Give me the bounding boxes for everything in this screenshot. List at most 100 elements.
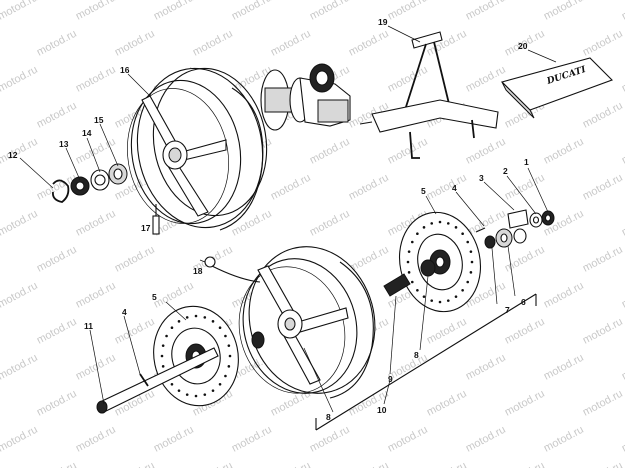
callouts: 1 2 3 4 4 5 5 6 7 8 8 9 10 11 12 13 14 1… <box>8 17 529 422</box>
callout-15: 15 <box>94 115 104 125</box>
watermark-text: motod.ru <box>542 0 586 23</box>
watermark-text: motod.ru <box>0 244 1 275</box>
callout-20: 20 <box>518 41 528 51</box>
watermark-text: motod.ru <box>464 0 508 23</box>
callout-16: 16 <box>120 65 130 75</box>
watermark-text: motod.ru <box>620 208 625 239</box>
disc-hole <box>228 354 232 358</box>
disc-hole <box>416 232 419 236</box>
watermark-text: motod.ru <box>269 28 313 59</box>
disc-hole <box>454 226 458 229</box>
watermark-text: motod.ru <box>464 64 508 95</box>
watermark-text: motod.ru <box>620 280 625 311</box>
disc-hole <box>461 288 464 292</box>
callout-18: 18 <box>193 266 203 276</box>
disc-hole <box>165 334 168 338</box>
callout-10: 10 <box>377 405 387 415</box>
watermark-text: motod.ru <box>74 424 118 455</box>
disc-hole <box>469 250 473 253</box>
watermark-text: motod.ru <box>230 424 274 455</box>
disc-hole <box>466 280 470 284</box>
rear-hub-assembly <box>260 63 351 131</box>
callout-12: 12 <box>8 150 18 160</box>
disc-hole <box>416 288 419 292</box>
watermark-text: motod.ru <box>0 136 40 167</box>
watermark-text: motod.ru <box>620 64 625 95</box>
disc-hole <box>194 314 198 318</box>
disc-hole <box>170 382 174 386</box>
front-assembly-bracket <box>315 293 537 431</box>
watermark-text: motod.ru <box>269 172 313 203</box>
watermark-text: motod.ru <box>0 64 40 95</box>
callout-5: 5 <box>421 186 426 196</box>
rear-wheel <box>127 67 268 231</box>
disc-hole <box>406 260 410 264</box>
callout-4: 4 <box>452 183 457 193</box>
leader-lines <box>19 25 557 413</box>
watermark-text: motod.ru <box>347 28 391 59</box>
watermark-text: motod.ru <box>308 208 352 239</box>
disc-hole <box>218 326 222 330</box>
watermark-text: motod.ru <box>347 460 391 468</box>
watermark-text: motod.ru <box>464 352 508 383</box>
watermark-text: motod.ru <box>386 136 430 167</box>
disc-hole <box>438 220 442 224</box>
disc-hole <box>227 365 231 368</box>
watermark-text: motod.ru <box>35 244 79 275</box>
disc-hole <box>218 382 222 386</box>
watermark-text: motod.ru <box>308 0 352 23</box>
disc-hole <box>454 295 458 298</box>
callout-5b: 5 <box>152 292 157 302</box>
watermark-text: motod.ru <box>152 424 196 455</box>
disc-hole <box>227 344 231 347</box>
callout-8b: 8 <box>326 412 331 422</box>
disc-hole <box>410 240 414 244</box>
watermark-text: motod.ru <box>503 244 547 275</box>
watermark-text: motod.ru <box>0 208 40 239</box>
watermark-text: motod.ru <box>581 388 625 419</box>
disc-hole <box>422 295 426 298</box>
watermark-text: motod.ru <box>35 388 79 419</box>
watermark-text: motod.ru <box>0 0 40 23</box>
rear-small-parts <box>52 163 160 235</box>
callout-19: 19 <box>378 17 388 27</box>
tool-bag: DUCATI <box>500 57 613 119</box>
watermark-text: motod.ru <box>0 388 1 419</box>
watermark-text: motod.ru <box>581 100 625 131</box>
watermark-text: motod.ru <box>35 316 79 347</box>
watermark-text: motod.ru <box>0 172 1 203</box>
watermark-text: motod.ru <box>230 0 274 23</box>
watermark-text: motod.ru <box>0 280 40 311</box>
callout-6: 6 <box>521 297 526 307</box>
watermark-text: motod.ru <box>620 424 625 455</box>
watermark-text: motod.ru <box>35 28 79 59</box>
disc-hole <box>224 374 227 378</box>
watermark-text: motod.ru <box>581 244 625 275</box>
watermark-text: motod.ru <box>425 172 469 203</box>
watermark-text: motod.ru <box>113 28 157 59</box>
watermark-text: motod.ru <box>542 352 586 383</box>
watermark-text: motod.ru <box>542 424 586 455</box>
disc-hole <box>194 394 198 398</box>
watermark-text: motod.ru <box>581 28 625 59</box>
disc-hole <box>430 299 434 302</box>
disc-hole <box>410 280 414 284</box>
watermark-text: motod.ru <box>464 424 508 455</box>
disc-hole <box>446 299 450 302</box>
watermark-text: motod.ru <box>191 28 235 59</box>
callout-7: 7 <box>505 305 510 315</box>
disc-hole <box>470 260 474 264</box>
watermark-text: motod.ru <box>347 172 391 203</box>
callout-17: 17 <box>141 223 151 233</box>
watermark-text: motod.ru <box>308 136 352 167</box>
watermark-text: motod.ru <box>581 172 625 203</box>
disc-hole <box>461 232 464 236</box>
disc-hole <box>224 334 227 338</box>
disc-hole <box>177 320 181 323</box>
disc-hole <box>466 240 470 244</box>
watermark-text: motod.ru <box>35 460 79 468</box>
watermark-text: motod.ru <box>503 460 547 468</box>
callout-13: 13 <box>59 139 69 149</box>
disc-hole <box>203 393 207 396</box>
